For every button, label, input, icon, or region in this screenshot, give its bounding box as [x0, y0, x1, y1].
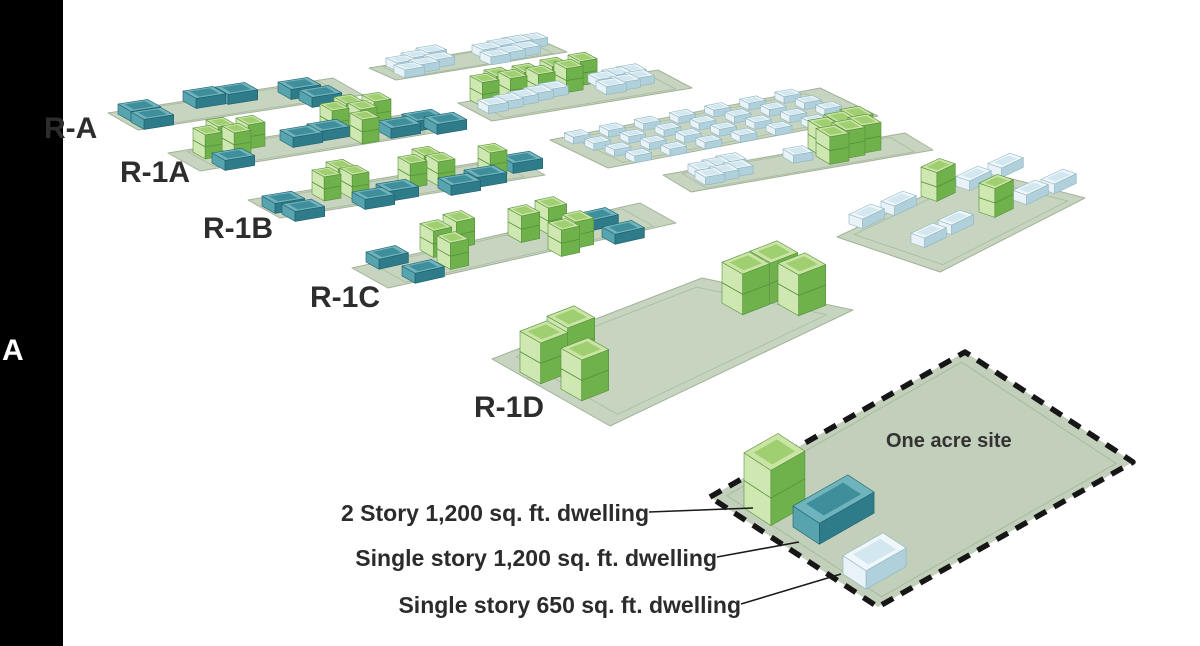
one-acre-site-label: One acre site: [886, 430, 1012, 452]
zone-label-r1a: R-1A: [120, 156, 191, 189]
legend-label-2story-1200: 2 Story 1,200 sq. ft. dwelling: [340, 500, 649, 526]
left-black-band: A: [0, 0, 63, 646]
zone-label-ra: R-A: [44, 112, 98, 145]
legend-label-single-650: Single story 650 sq. ft. dwelling: [398, 592, 741, 618]
legend-label-single-1200: Single story 1,200 sq. ft. dwelling: [355, 545, 717, 571]
zone-label-r1c: R-1C: [310, 281, 381, 314]
zone-label-r1b: R-1B: [203, 212, 274, 245]
zone-label-r1d: R-1D: [474, 391, 545, 424]
panel-letter-label: A: [2, 334, 24, 367]
